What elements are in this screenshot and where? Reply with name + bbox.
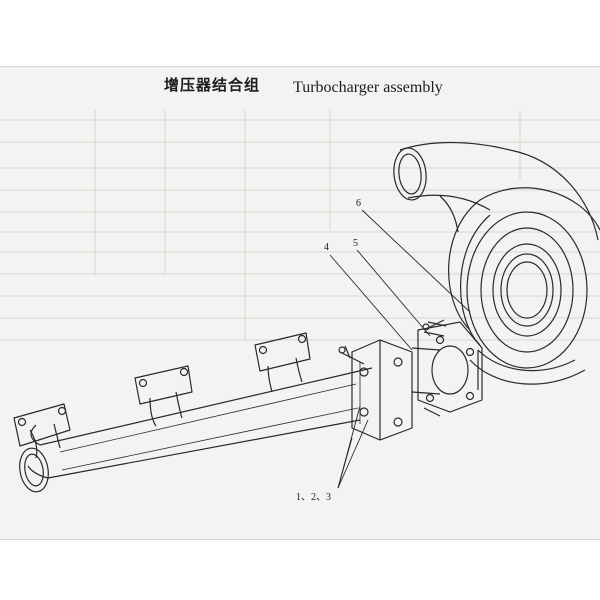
background-table-lines	[0, 110, 600, 341]
turbine-flange	[411, 319, 483, 417]
callout-5: 5	[353, 238, 358, 249]
turbocharger-body	[393, 141, 600, 390]
callout-1-2-3: 1、2、3	[296, 492, 331, 503]
callout-4: 4	[324, 242, 329, 253]
leader-lines	[329, 209, 471, 489]
title-english: Turbocharger assembly	[293, 79, 443, 96]
callout-6: 6	[356, 198, 361, 209]
title-chinese: 增压器结合组	[164, 76, 261, 94]
exhaust-manifold	[13, 332, 413, 493]
scanned-sheet	[0, 66, 600, 540]
